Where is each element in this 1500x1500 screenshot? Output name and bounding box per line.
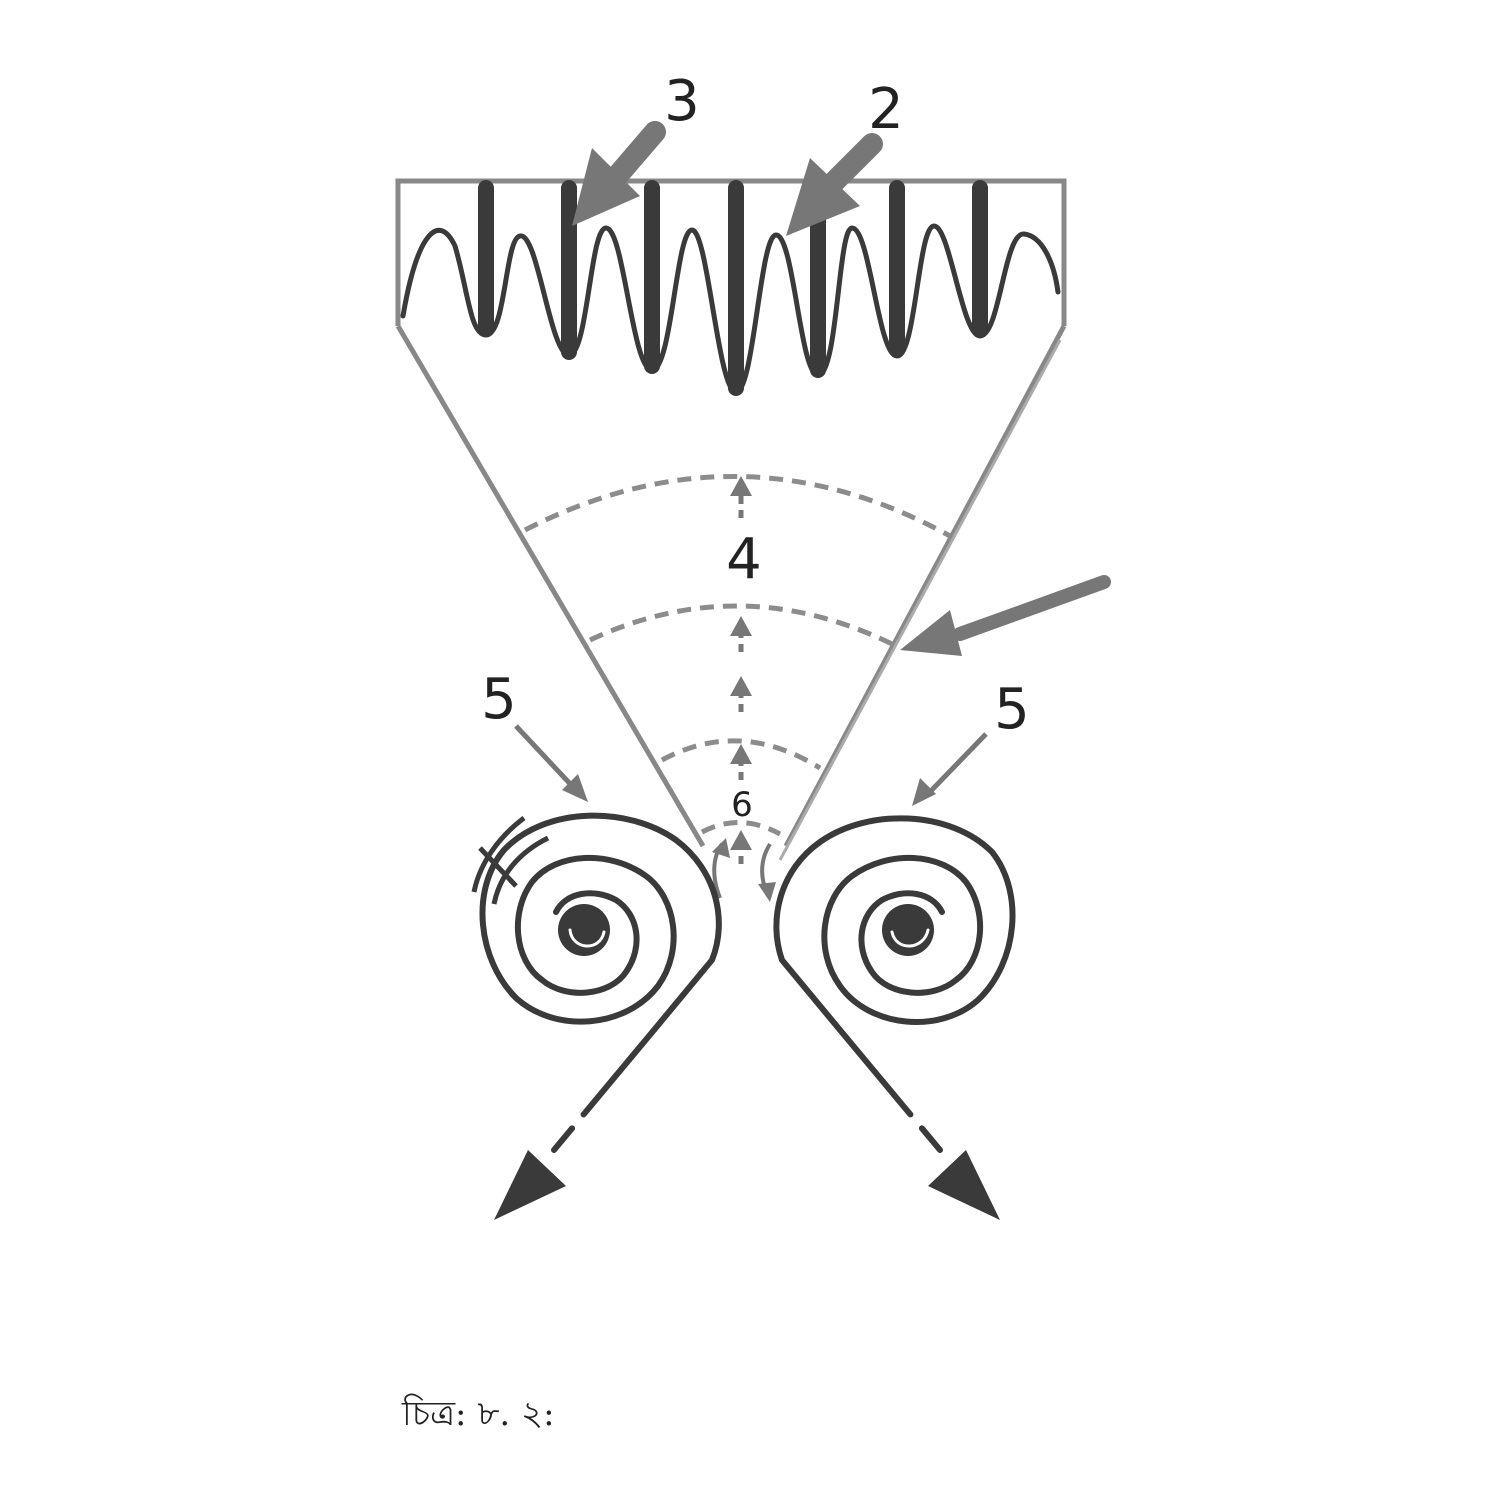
figure-caption: চিত্র: ৮. ২: <box>402 1394 555 1434</box>
label-6: 6 <box>731 785 753 825</box>
label-5-right: 5 <box>994 677 1030 742</box>
wavy-fibre-line <box>400 223 1061 395</box>
label-3: 3 <box>664 69 700 134</box>
pointer-arrow-right <box>900 575 1111 656</box>
upward-arrowheads <box>730 476 752 850</box>
left-roller-exit-arrowhead <box>494 1150 566 1220</box>
label-5-left: 5 <box>481 667 517 732</box>
label-5-arrows <box>514 724 988 798</box>
right-roller-exit-arrowhead <box>928 1150 1000 1220</box>
funnel <box>395 324 1067 861</box>
left-roller <box>479 812 722 1153</box>
pointer-arrow-3 <box>572 121 666 226</box>
right-roller <box>773 815 1016 1153</box>
nip-arrowheads <box>712 838 776 902</box>
dashed-arcs <box>523 474 952 837</box>
top-rectangle <box>395 178 1067 326</box>
left-roller-hatch <box>471 816 550 905</box>
pointer-arrow-2 <box>786 133 883 236</box>
label-2: 2 <box>868 77 904 142</box>
comb-teeth <box>478 180 988 396</box>
label-4: 4 <box>726 527 762 592</box>
